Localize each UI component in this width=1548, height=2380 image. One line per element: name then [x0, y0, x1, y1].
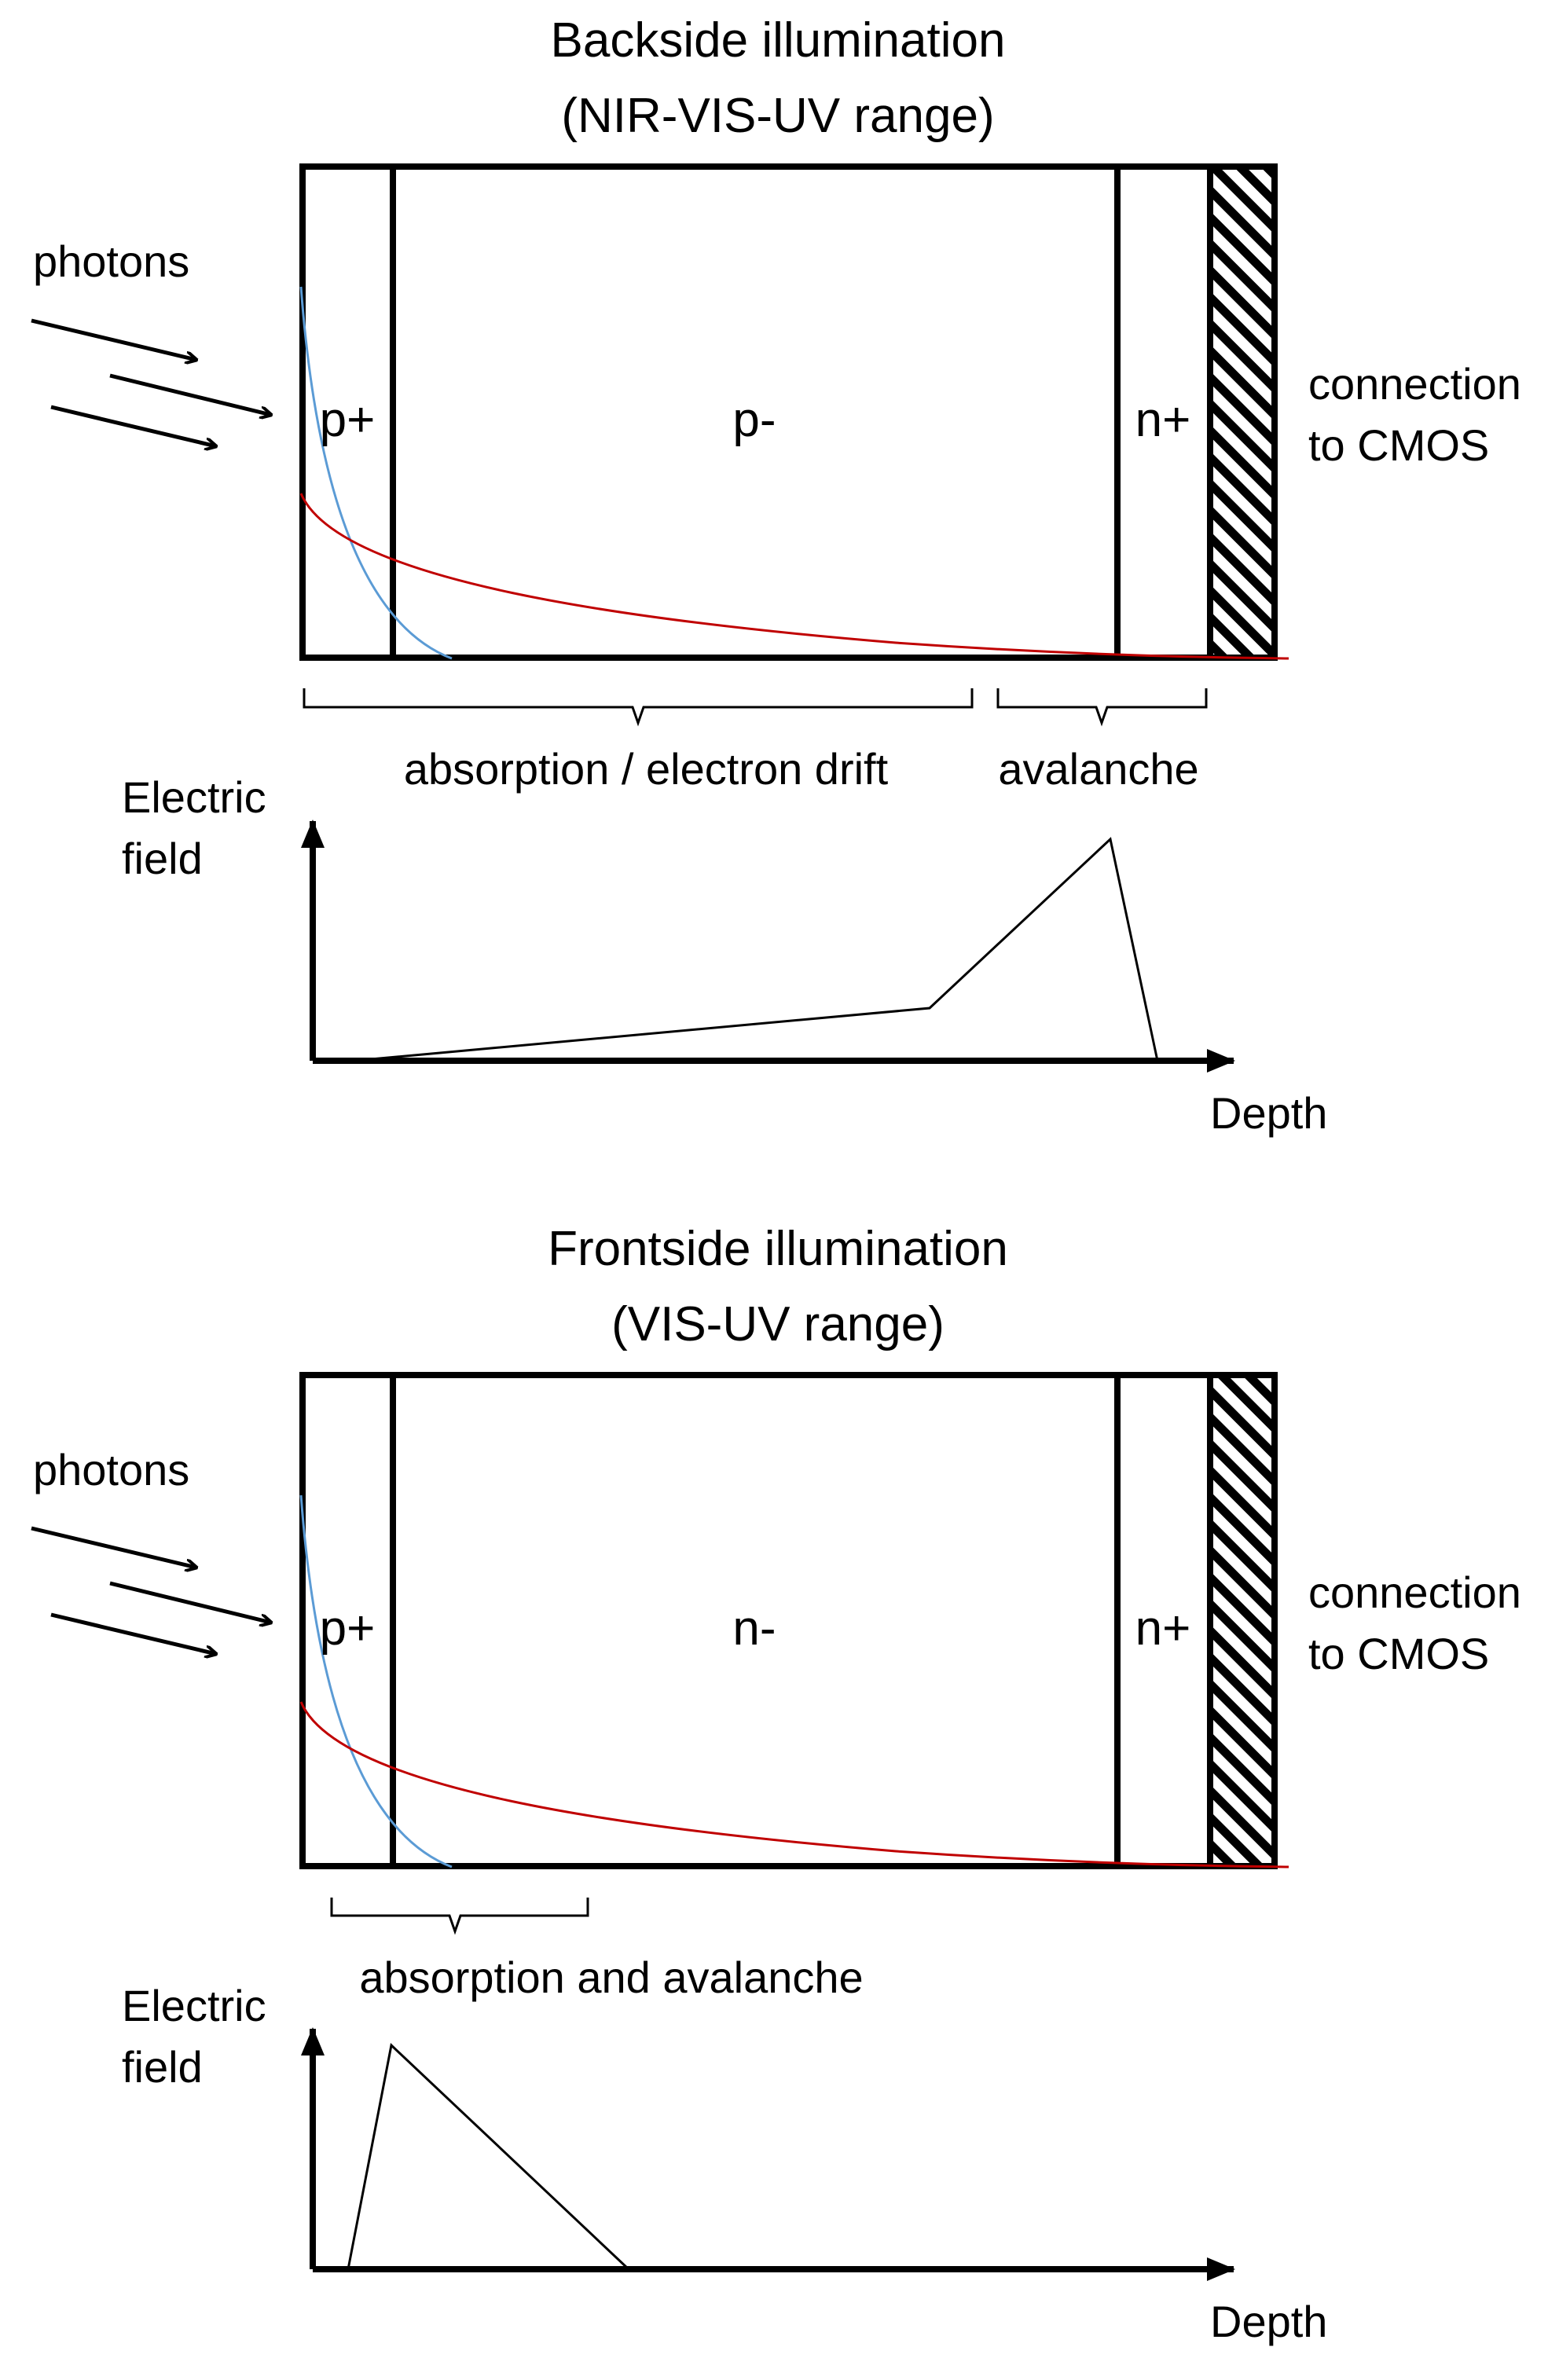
top-photon-arrow-3	[50, 405, 216, 446]
top-photon-arrows	[31, 318, 271, 446]
top-brace-label-avalanche: avalanche	[998, 744, 1198, 794]
bottom-device-box	[299, 1372, 1289, 1869]
top-region-p-plus: p+	[320, 393, 376, 447]
frontside-illumination-diagram: Frontside illumination (VIS-UV range) ph…	[31, 1222, 1521, 2346]
bottom-brace-absorption-avalanche	[330, 1898, 589, 1935]
top-ylabel-line2: field	[122, 834, 203, 883]
top-brace-label-absorption: absorption / electron drift	[404, 744, 889, 794]
top-xlabel: Depth	[1210, 1088, 1327, 1138]
bottom-connection-line2: to CMOS	[1308, 1629, 1489, 1678]
top-brace-avalanche	[996, 688, 1208, 727]
top-region-p-minus: p-	[732, 393, 776, 447]
bottom-ylabel-line2: field	[122, 2042, 203, 2092]
bottom-photon-arrow-3	[50, 1612, 216, 1654]
top-brace-absorption	[303, 688, 974, 727]
bottom-photons-label: photons	[33, 1445, 189, 1494]
top-photons-label: photons	[33, 237, 189, 286]
top-region-n-plus: n+	[1135, 393, 1191, 447]
top-blue-absorption-curve	[299, 286, 453, 660]
bottom-region-n-minus: n-	[732, 1601, 776, 1656]
top-red-absorption-curve	[299, 493, 1289, 660]
bottom-xlabel: Depth	[1210, 2297, 1327, 2346]
top-field-profile	[353, 837, 1159, 1062]
bottom-title-line2: (VIS-UV range)	[611, 1297, 945, 1351]
top-title-line2: (NIR-VIS-UV range)	[561, 89, 994, 143]
top-field-plot	[301, 820, 1235, 1073]
bottom-connection-line1: connection	[1308, 1568, 1521, 1617]
bottom-red-absorption-curve	[299, 1701, 1289, 1868]
bottom-photon-arrow-1	[31, 1526, 196, 1568]
top-metal-contact	[1210, 167, 1275, 658]
bottom-region-p-plus: p+	[320, 1601, 376, 1656]
bottom-field-plot	[301, 2027, 1235, 2281]
top-device-box	[299, 163, 1289, 661]
bottom-field-profile	[347, 2043, 630, 2271]
bottom-metal-contact	[1210, 1375, 1275, 1866]
top-title-line1: Backside illumination	[551, 13, 1006, 68]
backside-illumination-diagram: Backside illumination (NIR-VIS-UV range)…	[31, 13, 1521, 1138]
bottom-brace-label: absorption and avalanche	[359, 1953, 863, 2002]
bottom-photon-arrows	[31, 1526, 271, 1654]
bottom-device-outline	[299, 1372, 1278, 1869]
bottom-ylabel-line1: Electric	[122, 1981, 266, 2030]
top-photon-arrow-2	[109, 373, 271, 415]
bottom-region-n-plus: n+	[1135, 1601, 1191, 1656]
top-connection-line2: to CMOS	[1308, 420, 1489, 470]
bottom-photon-arrow-2	[109, 1581, 271, 1623]
bottom-blue-absorption-curve	[299, 1494, 453, 1868]
top-device-outline	[299, 163, 1278, 661]
top-connection-line1: connection	[1308, 359, 1521, 409]
top-photon-arrow-1	[31, 318, 196, 360]
top-ylabel-line1: Electric	[122, 772, 266, 822]
bottom-title-line1: Frontside illumination	[548, 1222, 1008, 1276]
